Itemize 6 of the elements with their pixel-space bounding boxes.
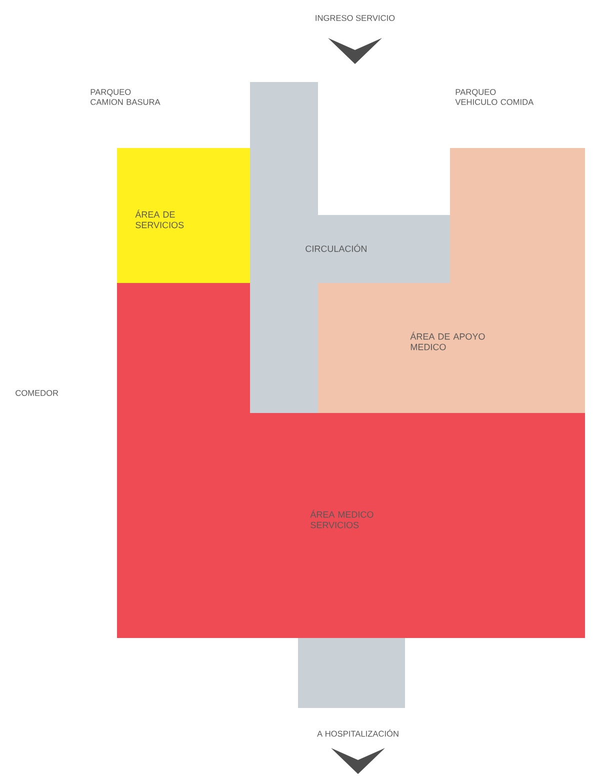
place-label: PARQUEO CAMION BASURA	[90, 89, 160, 105]
area-block: ÁREA DE SERVICIOS	[117, 148, 250, 283]
corridor-block	[298, 638, 405, 708]
place-label: A HOSPITALIZACIÓN	[317, 729, 398, 737]
place-label: INGRESO SERVICIO	[316, 15, 395, 21]
place-label: COMEDOR	[16, 390, 58, 396]
